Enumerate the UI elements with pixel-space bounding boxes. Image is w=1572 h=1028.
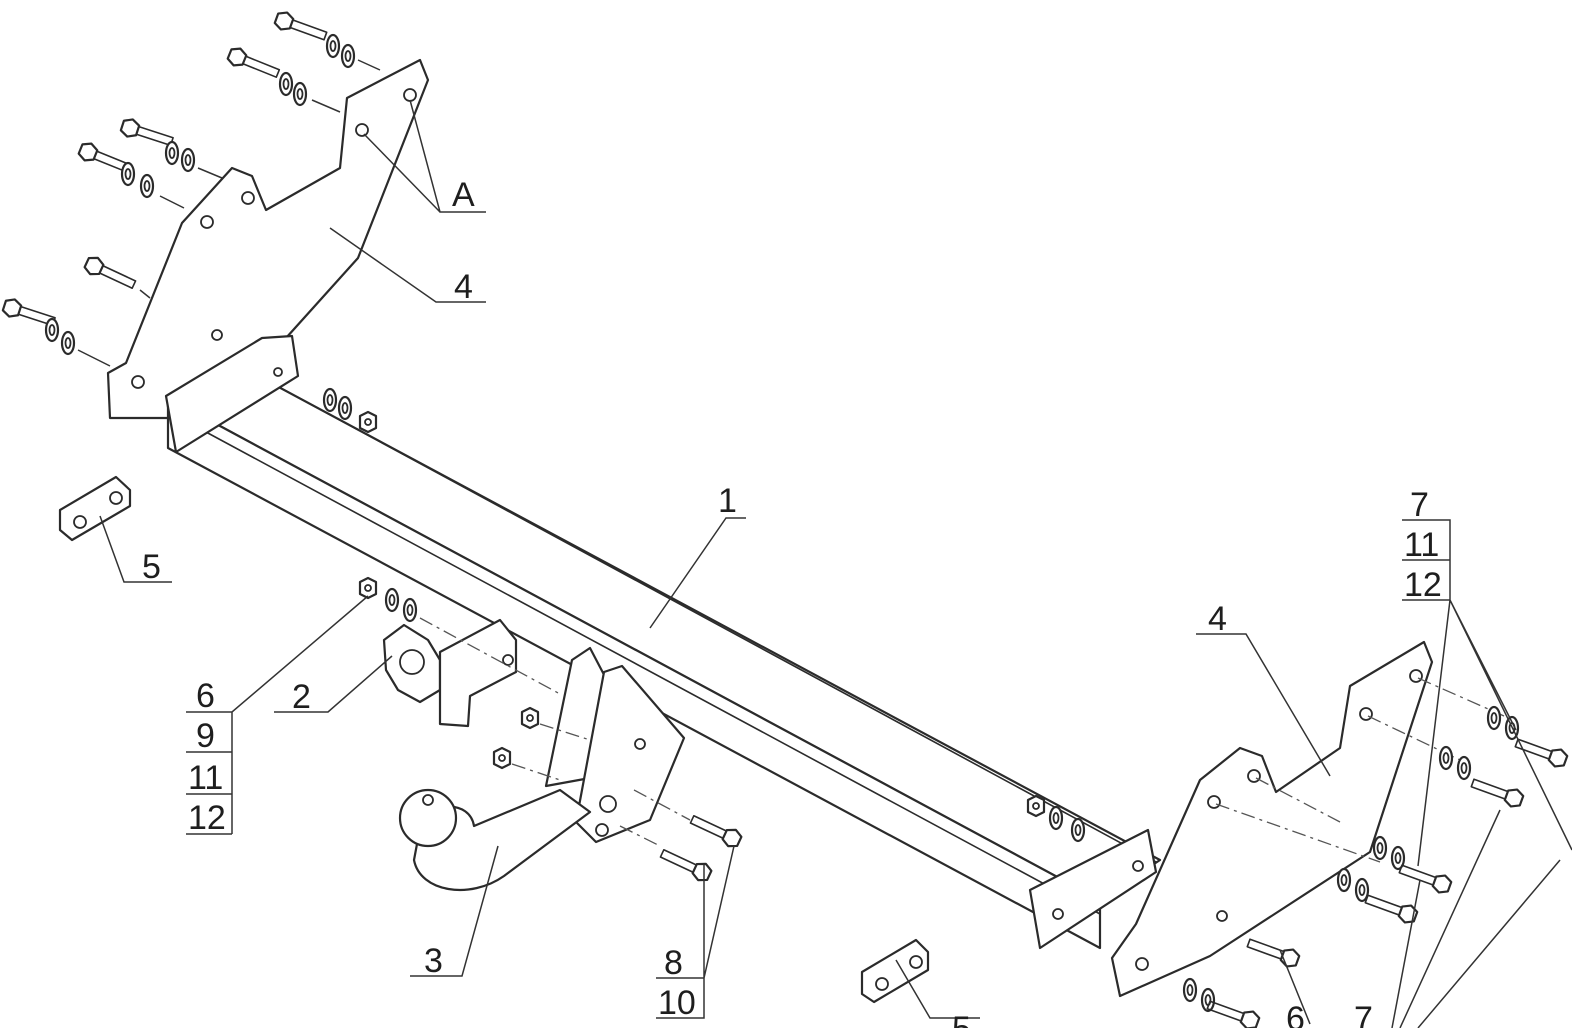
tow-ball-arm <box>398 646 745 892</box>
main-crossbar <box>164 334 1162 950</box>
leader-lines <box>99 99 1572 1028</box>
label-part-2: 2 <box>292 678 311 716</box>
label-stack-left-2: 9 <box>196 717 215 755</box>
label-part-4-upper: 4 <box>454 268 473 306</box>
spacer-plate-left <box>58 475 132 542</box>
label-stack-left-3: 11 <box>188 759 223 797</box>
label-stack-right-2: 11 <box>1404 526 1439 564</box>
upper-bracket-fasteners <box>0 8 381 367</box>
spacer-plate-bottom <box>860 938 930 1004</box>
label-bottom-6: 6 <box>1286 1000 1305 1028</box>
label-stack-left-4: 12 <box>188 799 226 837</box>
label-bottom-7: 7 <box>1354 1000 1373 1028</box>
label-part-3: 3 <box>424 942 443 980</box>
socket-plate <box>358 576 561 728</box>
label-stack-right-3: 12 <box>1404 566 1442 604</box>
label-stack-bolts-2: 10 <box>658 984 696 1022</box>
part-labels: A 4 1 5 6 9 11 12 2 3 8 10 4 7 11 12 5 6… <box>142 176 1442 1028</box>
label-part-4-lower: 4 <box>1208 600 1227 638</box>
label-ref-a: A <box>452 176 475 214</box>
label-stack-bolts-1: 8 <box>664 944 683 982</box>
label-stack-right-1: 7 <box>1410 486 1429 524</box>
label-part-5-left: 5 <box>142 548 161 586</box>
side-bracket-lower-right <box>1110 640 1505 998</box>
label-stack-left-1: 6 <box>196 677 215 715</box>
label-part-5-bottom: 5 <box>952 1010 971 1028</box>
label-part-1: 1 <box>718 482 737 520</box>
